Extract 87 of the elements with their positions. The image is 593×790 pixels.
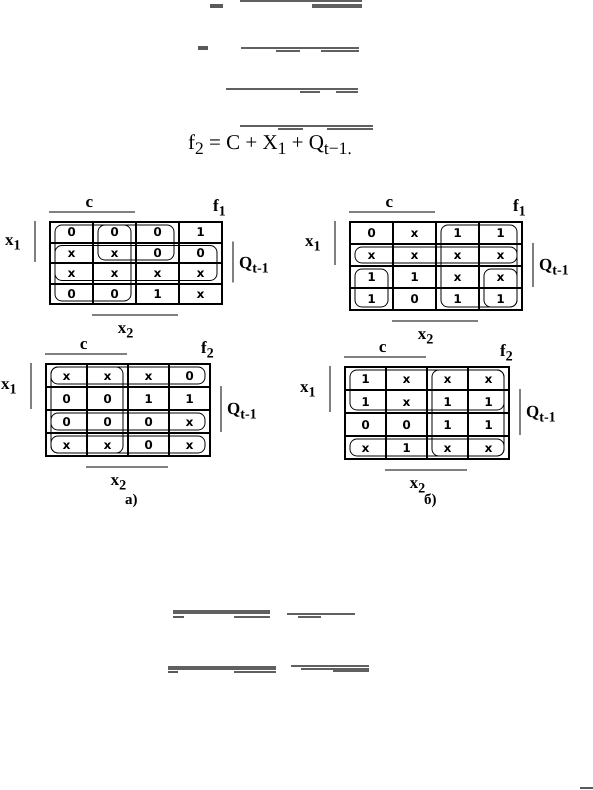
cell-value: 1	[196, 226, 205, 238]
cell-value: x	[186, 416, 194, 428]
cell-value: 0	[402, 418, 411, 430]
cell-value: 0	[62, 416, 71, 428]
cell-value: 1	[153, 288, 162, 300]
cell-value: 0	[144, 438, 153, 450]
cell-value: 1	[453, 293, 462, 305]
cell-value: 1	[453, 227, 462, 239]
cell-value: x	[196, 267, 204, 280]
variable-label: x$_{1}$	[5, 231, 21, 253]
cell-value: 1	[361, 372, 370, 384]
cell-value: 1	[496, 293, 505, 305]
cell-value: x	[68, 267, 76, 280]
cell-value: 1	[144, 392, 153, 404]
subfigure-caption: б)	[424, 493, 436, 508]
variable-label: Q$_{t-1}$	[526, 402, 556, 424]
cell-value: x	[496, 249, 504, 261]
cell-value: x	[196, 288, 204, 300]
variable-label: c	[378, 338, 386, 355]
cell-value: x	[454, 271, 462, 283]
cell-value: 0	[103, 416, 112, 428]
cell-value: 1	[443, 396, 452, 408]
cell-value: 0	[67, 288, 76, 300]
variable-label: Q$_{t-1}$	[227, 400, 257, 422]
cell-value: x	[144, 370, 152, 382]
cell-value: x	[186, 438, 194, 450]
cell-value: 1	[361, 396, 370, 408]
cell-value: x	[496, 271, 504, 283]
cell-value: 1	[484, 396, 493, 408]
cell-value: 0	[103, 392, 112, 404]
function-label: f$_{1}$	[513, 197, 526, 219]
cell-value: x	[444, 442, 452, 454]
cell-value: 1	[367, 293, 376, 305]
cell-value: 1	[185, 392, 194, 404]
cell-value: x	[410, 249, 418, 261]
function-label: f$_{2}$	[500, 342, 513, 364]
cell-value: 0	[196, 246, 205, 259]
cell-value: x	[402, 396, 410, 408]
cell-value: x	[484, 372, 492, 384]
cell-value: x	[62, 370, 70, 382]
cell-value: x	[104, 438, 112, 450]
variable-label: x$_{1}$	[305, 232, 321, 254]
cell-value: x	[362, 442, 370, 454]
cell-value: 0	[410, 293, 419, 305]
variable-label: c	[386, 193, 394, 210]
cell-value: 0	[110, 226, 119, 238]
cell-value: x	[110, 246, 118, 259]
cell-value: 0	[367, 227, 376, 239]
variable-label: x$_{1}$	[300, 378, 316, 400]
cell-value: 1	[443, 418, 452, 430]
cell-value: 0	[153, 246, 162, 259]
cell-value: x	[368, 249, 376, 261]
cell-value: 1	[402, 442, 411, 454]
variable-label: c	[80, 335, 88, 352]
cell-value: x	[402, 372, 410, 384]
function-label: f$_{2}$	[201, 339, 214, 361]
variable-label: x$_{1}$	[1, 374, 17, 396]
cell-value: x	[104, 370, 112, 382]
cell-value: 0	[110, 288, 119, 300]
cell-value: x	[444, 372, 452, 384]
variable-label: x$_{2}$	[110, 471, 126, 493]
variable-label: c	[86, 193, 94, 210]
cell-value: x	[454, 249, 462, 261]
cell-value: 1	[484, 418, 493, 430]
function-label: f$_{1}$	[213, 197, 226, 219]
cell-value: 1	[367, 271, 376, 283]
variable-label: x$_{2}$	[418, 325, 434, 347]
cell-value: x	[110, 267, 118, 280]
cell-value: 0	[144, 416, 153, 428]
cell-value: x	[154, 267, 162, 280]
cell-value: 1	[496, 227, 505, 239]
cell-value: 0	[185, 370, 194, 382]
cell-value: x	[410, 227, 418, 239]
variable-label: x$_{2}$	[118, 319, 134, 341]
cell-value: x	[62, 438, 70, 450]
cell-value: 0	[62, 392, 71, 404]
cell-value: x	[484, 442, 492, 454]
variable-label: x$_{2}$	[410, 474, 426, 496]
cell-value: 0	[361, 418, 370, 430]
cell-value: 0	[153, 226, 162, 238]
cell-value: 1	[410, 271, 419, 283]
variable-label: Q$_{t-1}$	[239, 254, 269, 276]
cell-value: 0	[67, 226, 76, 238]
cell-value: x	[68, 246, 76, 259]
subfigure-caption: а)	[125, 493, 138, 508]
formula: f$_{2}$ = C + X$_{1}$ + Q$_{t−1.}$	[188, 132, 352, 158]
variable-label: Q$_{t-1}$	[539, 256, 569, 278]
